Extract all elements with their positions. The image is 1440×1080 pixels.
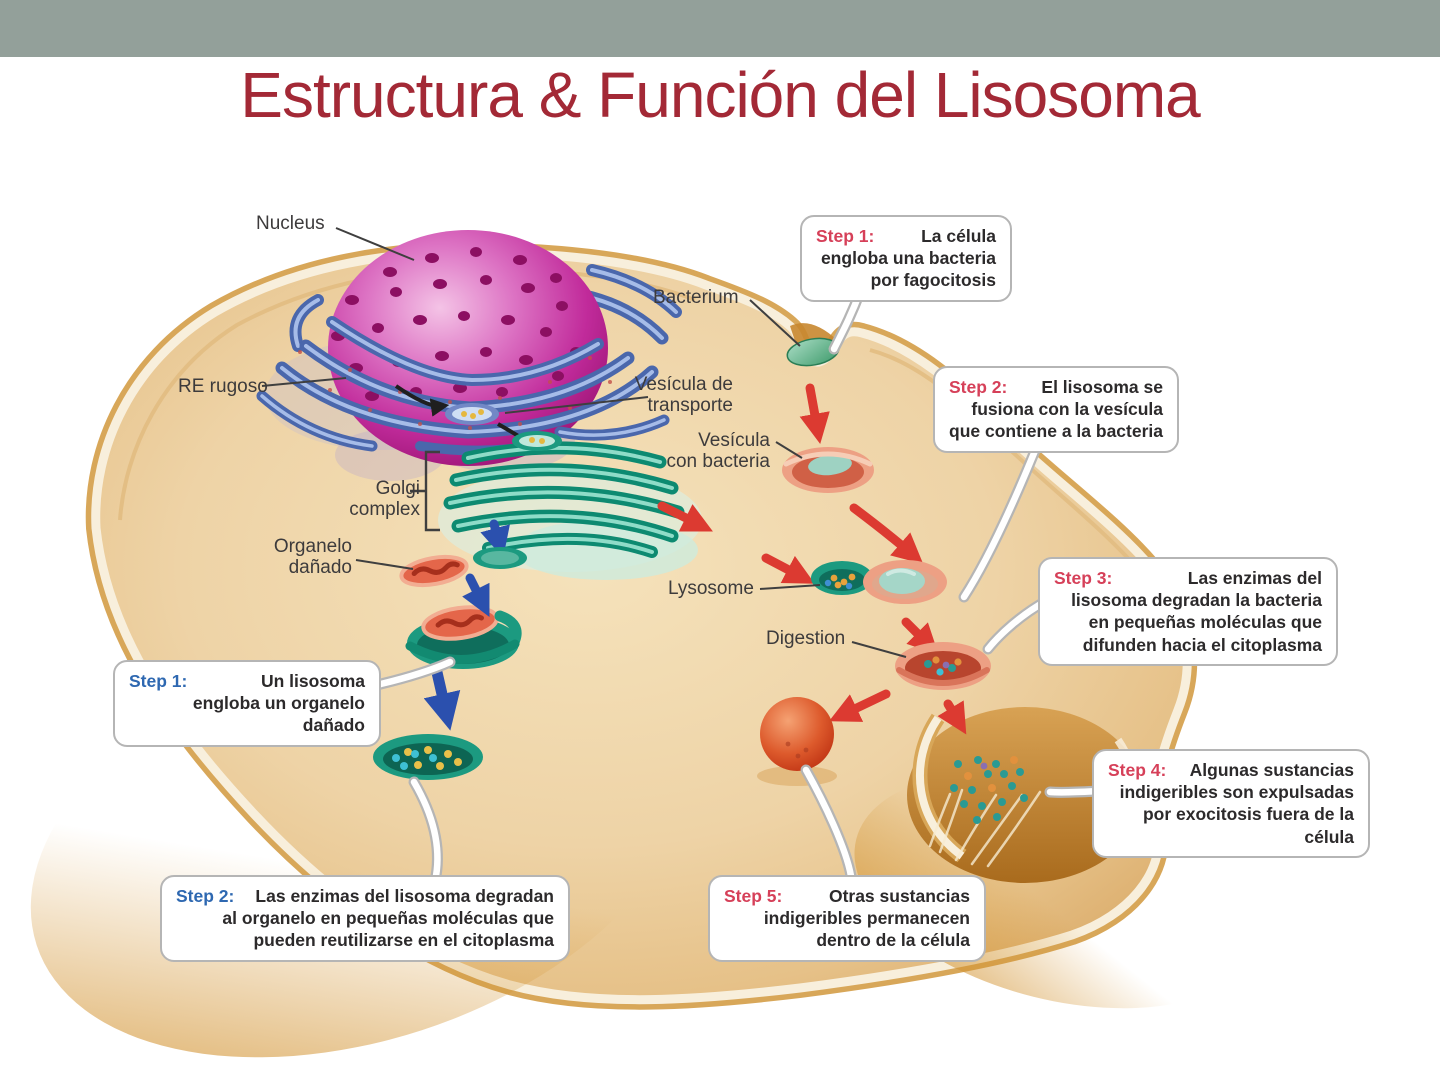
exocytosis-particles: [928, 756, 1042, 868]
step-label: Step 3:: [1054, 568, 1113, 588]
callout-phago-step4: Step 4:Algunas sustancias indigeribles s…: [1092, 749, 1370, 858]
label-digestion: Digestion: [766, 628, 846, 649]
step-label: Step 2:: [949, 377, 1008, 397]
callout-phago-step3: Step 3:Las enzimas del lisosoma degradan…: [1038, 557, 1338, 666]
lysosome-engulfing-organelle: [405, 605, 522, 669]
nucleus: [328, 230, 608, 466]
digestion-vesicle: [895, 642, 991, 690]
step-label: Step 1:: [816, 226, 875, 246]
step-text: Un lisosoma engloba un organelo dañado: [192, 671, 365, 736]
callout-phago-step5: Step 5:Otras sustancias indigeribles per…: [708, 875, 986, 962]
callout-auto-step2: Step 2:Las enzimas del lisosoma degradan…: [160, 875, 570, 962]
label-vesicula-bacteria: Vesícula con bacteria: [666, 430, 770, 473]
label-golgi-complex: Golgi complex: [349, 478, 420, 521]
transport-vesicle: [445, 403, 499, 425]
step-text: Las enzimas del lisosoma degradan al org…: [222, 886, 554, 951]
step-text: Las enzimas del lisosoma degradan la bac…: [1071, 568, 1322, 655]
label-organelo-danado: Organelo dañado: [273, 536, 352, 579]
step-text: El lisosoma se fusiona con la vesícula q…: [949, 377, 1163, 442]
golgi-vesicle: [473, 547, 527, 569]
callout-phago-step2: Step 2:El lisosoma se fusiona con la ves…: [933, 366, 1179, 453]
lysosome-recycle-vesicle: [373, 734, 483, 780]
step-label: Step 1:: [129, 671, 188, 691]
residual-body: [757, 697, 837, 786]
label-bacterium: Bacterium: [653, 287, 739, 308]
autophagy-arrows: [423, 519, 510, 731]
label-vesicula-transporte: Vesícula de transporte: [634, 374, 733, 417]
callout-phago-step1: Step 1:La célula engloba una bacteria po…: [800, 215, 1012, 302]
step-label: Step 4:: [1108, 760, 1167, 780]
header-bar: [0, 0, 1440, 57]
label-re-rugoso: RE rugoso: [178, 376, 268, 397]
golgi-bracket: [410, 450, 440, 532]
vesicle-with-bacterium: [782, 447, 874, 493]
step-text: La célula engloba una bacteria por fagoc…: [820, 226, 996, 291]
label-lysosome: Lysosome: [668, 578, 754, 599]
callout-auto-step1: Step 1:Un lisosoma engloba un organelo d…: [113, 660, 381, 747]
label-leader-lines: [261, 227, 907, 658]
step-text: Otras sustancias indigeribles permanecen…: [763, 886, 970, 951]
lysosome-fusion: [811, 560, 947, 604]
step-label: Step 2:: [176, 886, 235, 906]
label-nucleus: Nucleus: [256, 213, 325, 234]
damaged-organelle: [399, 554, 469, 588]
page-title: Estructura & Función del Lisosoma: [240, 59, 1200, 131]
step-label: Step 5:: [724, 886, 783, 906]
step-text: Algunas sustancias indigeribles son expu…: [1119, 760, 1354, 847]
phagocytosis-arrows: [657, 383, 967, 735]
